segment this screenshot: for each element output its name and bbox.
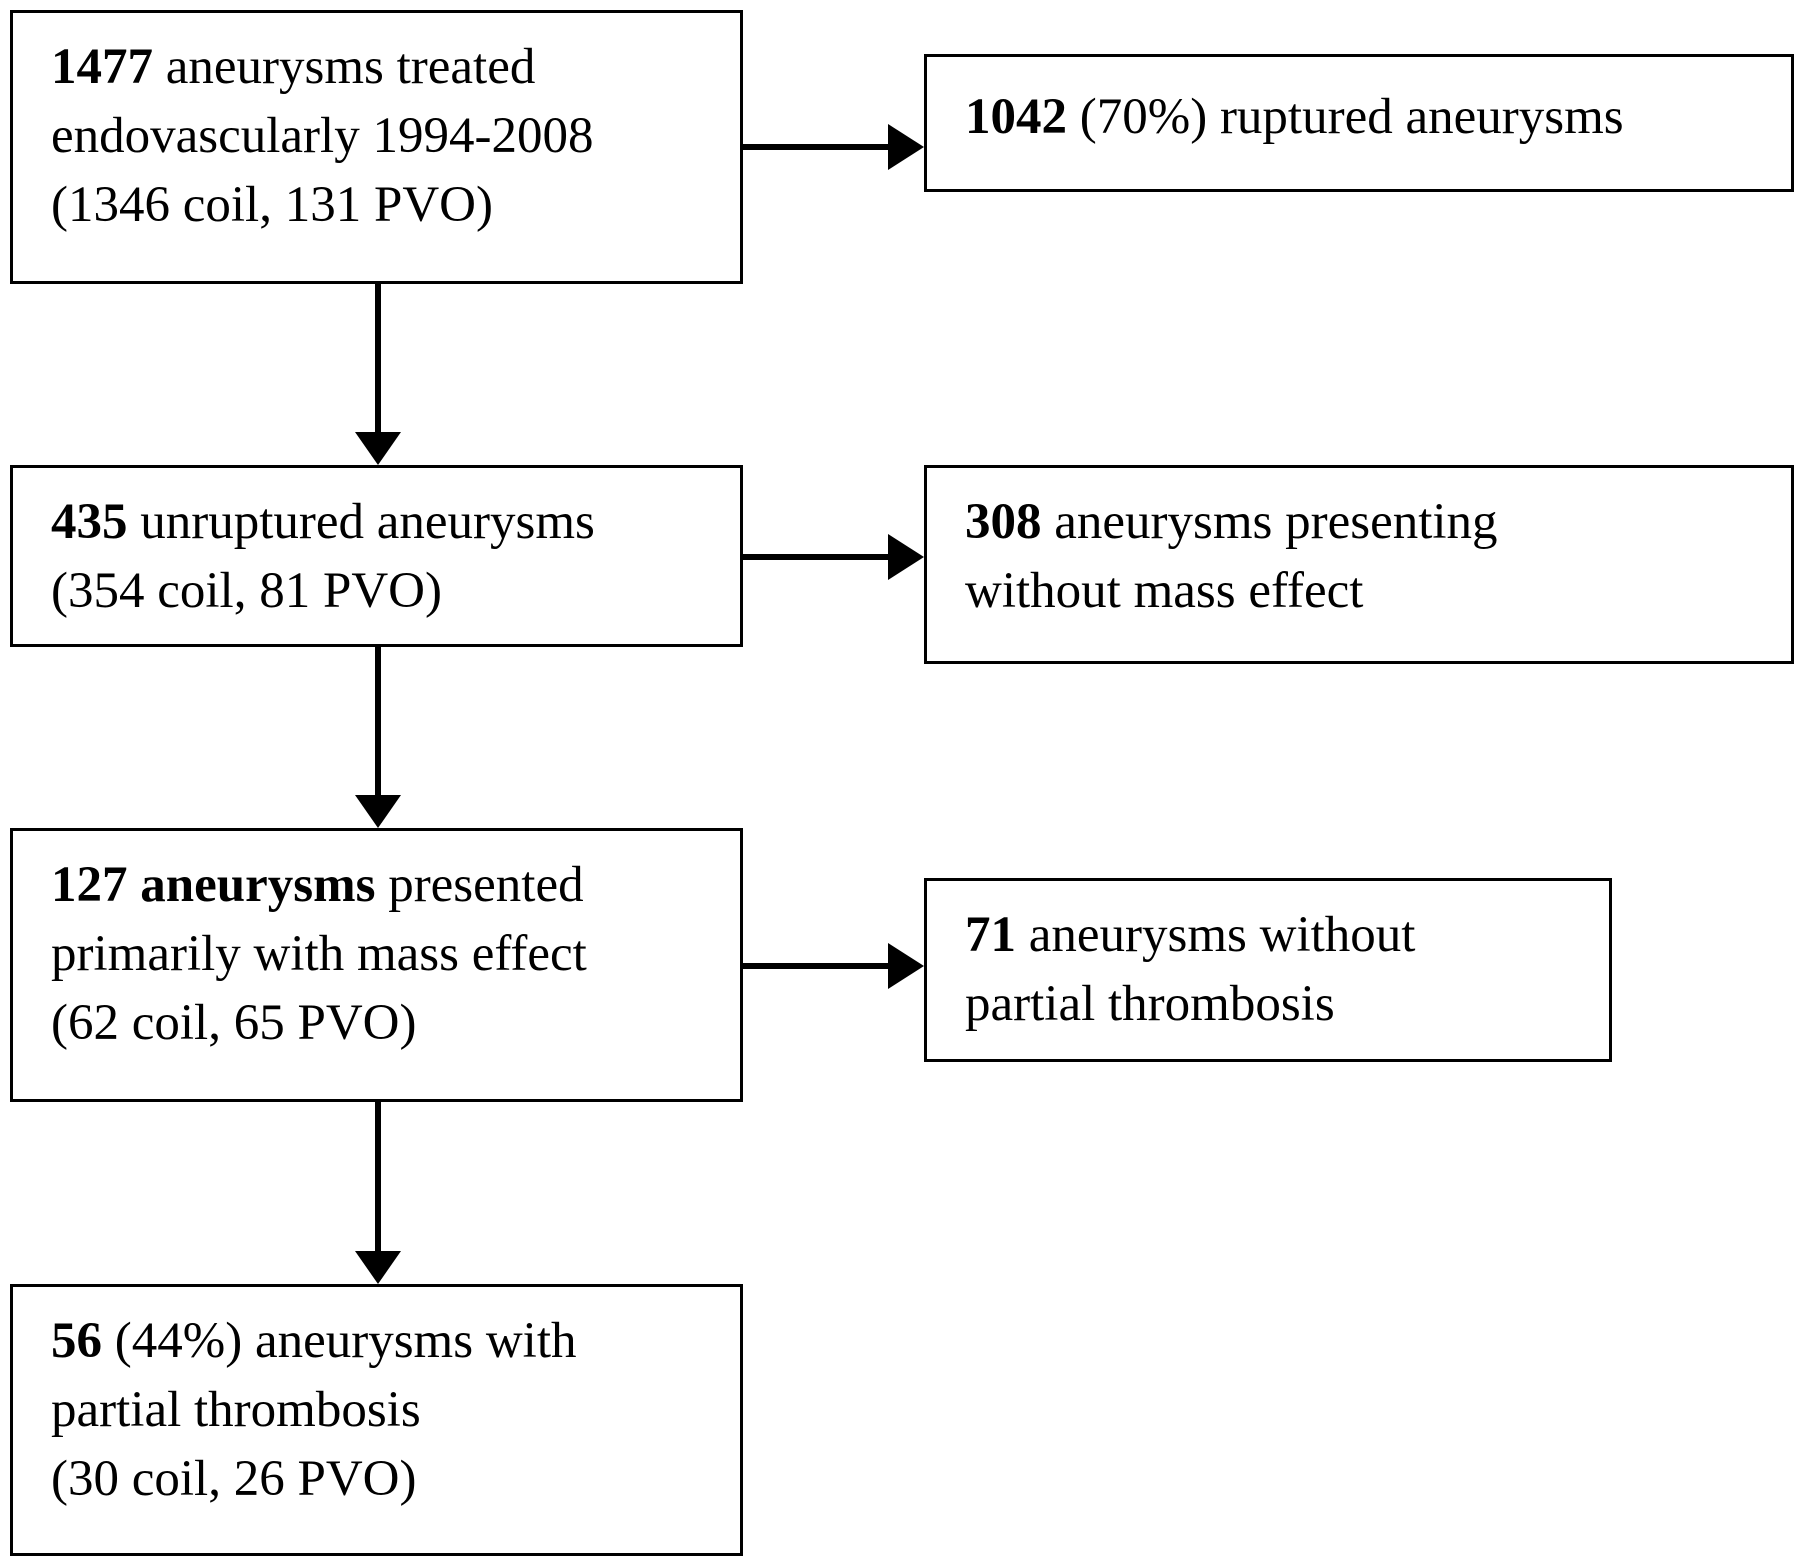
box-ruptured-line1-text: (70%) ruptured aneurysms [1067, 89, 1624, 145]
box-no-mass-effect-line2: without mass effect [965, 563, 1364, 619]
box-unruptured-count: 435 [51, 494, 128, 550]
box-no-mass-effect-line1-text: aneurysms presenting [1041, 494, 1498, 550]
box-no-thrombosis: 71 aneurysms without partial thrombosis [924, 878, 1612, 1062]
box-mass-effect-count: 127 aneurysms [51, 857, 376, 913]
box-mass-effect-line3: (62 coil, 65 PVO) [51, 995, 417, 1051]
arrow-unruptured-to-no-mass-effect [743, 534, 924, 580]
box-unruptured-line2: (354 coil, 81 PVO) [51, 563, 442, 619]
arrow-mass-effect-to-thrombosis [355, 1102, 401, 1284]
box-ruptured-line1: 1042 (70%) ruptured aneurysms [965, 83, 1771, 152]
box-no-mass-effect-count: 308 [965, 494, 1042, 550]
box-no-thrombosis-count: 71 [965, 907, 1016, 963]
box-thrombosis-count: 56 [51, 1313, 102, 1369]
box-mass-effect-line1-text: presented [375, 857, 584, 913]
box-no-thrombosis-line2: partial thrombosis [965, 976, 1335, 1032]
arrow-total-to-ruptured [743, 124, 924, 170]
box-no-mass-effect: 308 aneurysms presenting without mass ef… [924, 465, 1794, 664]
arrow-mass-effect-to-no-thrombosis [743, 943, 924, 989]
box-ruptured: 1042 (70%) ruptured aneurysms [924, 54, 1794, 192]
box-total-line1: 1477 aneurysms treated [51, 33, 720, 102]
box-thrombosis-line1: 56 (44%) aneurysms with [51, 1307, 720, 1376]
box-total-count: 1477 [51, 39, 153, 95]
box-ruptured-count: 1042 [965, 89, 1067, 145]
box-thrombosis-line1-text: (44%) aneurysms with [102, 1313, 577, 1369]
box-no-thrombosis-line1: 71 aneurysms without [965, 901, 1589, 970]
box-thrombosis-line3: (30 coil, 26 PVO) [51, 1451, 417, 1507]
box-total-line1-text: aneurysms treated [153, 39, 536, 95]
box-thrombosis-line2: partial thrombosis [51, 1382, 421, 1438]
box-no-mass-effect-line1: 308 aneurysms presenting [965, 488, 1771, 557]
box-unruptured-line1-text: unruptured aneurysms [127, 494, 595, 550]
box-mass-effect: 127 aneurysms presented primarily with m… [10, 828, 743, 1102]
box-thrombosis: 56 (44%) aneurysms with partial thrombos… [10, 1284, 743, 1556]
box-no-thrombosis-line1-text: aneurysms without [1016, 907, 1416, 963]
arrow-total-to-unruptured [355, 284, 401, 465]
arrow-unruptured-to-mass-effect [355, 647, 401, 828]
box-total-line2: endovascularly 1994-2008 [51, 108, 594, 164]
box-total-line3: (1346 coil, 131 PVO) [51, 177, 493, 233]
box-mass-effect-line2: primarily with mass effect [51, 926, 587, 982]
box-mass-effect-line1: 127 aneurysms presented [51, 851, 720, 920]
box-unruptured-line1: 435 unruptured aneurysms [51, 488, 720, 557]
box-total-aneurysms: 1477 aneurysms treated endovascularly 19… [10, 10, 743, 284]
box-unruptured: 435 unruptured aneurysms (354 coil, 81 P… [10, 465, 743, 647]
